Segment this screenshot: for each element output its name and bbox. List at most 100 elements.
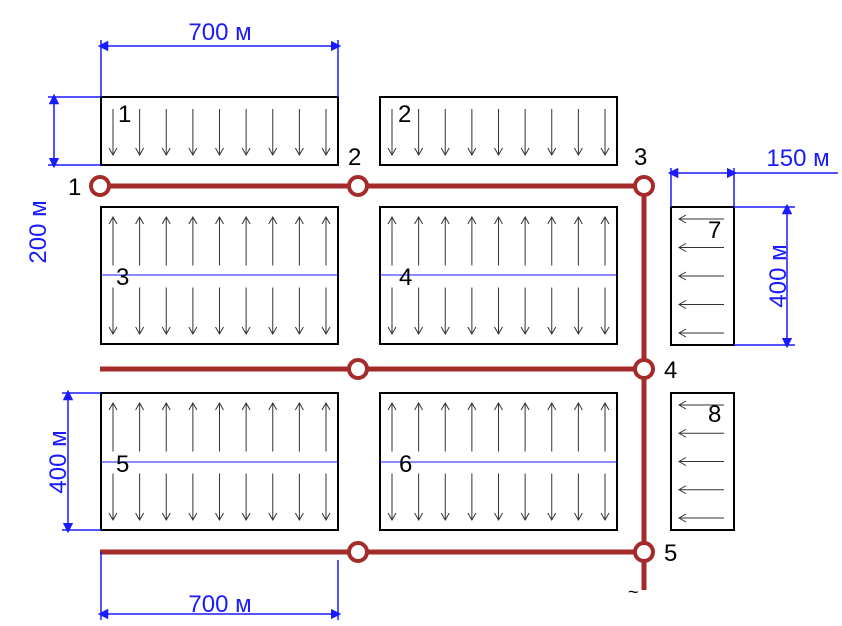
flow-arrow — [677, 243, 724, 252]
flow-arrow — [677, 400, 724, 410]
flow-arrow — [387, 109, 397, 157]
flow-arrow — [677, 328, 724, 338]
flow-arrow — [294, 215, 304, 266]
flow-arrow — [108, 109, 118, 157]
flow-arrow — [573, 109, 583, 157]
flow-arrow — [494, 287, 503, 336]
block-7-label: 7 — [708, 217, 721, 244]
flow-arrow — [241, 473, 251, 522]
flow-arrow — [573, 473, 583, 522]
flow-arrow — [414, 287, 424, 336]
flow-arrow — [600, 215, 610, 266]
flow-arrow — [161, 215, 171, 266]
node-2-label: 2 — [348, 144, 361, 171]
flow-arrow — [547, 401, 557, 452]
block-4-label: 4 — [399, 264, 412, 291]
flow-arrow — [520, 473, 530, 522]
node-1-label: 1 — [68, 174, 81, 201]
flow-arrow — [494, 401, 503, 452]
block-4: 4 — [379, 206, 618, 345]
block-3: 3 — [100, 206, 339, 345]
node-7 — [347, 541, 369, 563]
node-6 — [347, 358, 369, 380]
flow-arrow — [440, 473, 450, 522]
block-5-label: 5 — [116, 451, 129, 478]
flow-arrow — [215, 109, 224, 157]
flow-arrow — [467, 287, 477, 336]
flow-arrow — [547, 287, 557, 336]
dimension-bottom-width: 700 м — [97, 552, 342, 620]
flow-arrow — [414, 473, 424, 522]
flow-arrow — [108, 287, 118, 336]
flow-arrow — [108, 401, 118, 452]
flow-arrow — [677, 457, 724, 466]
block-8: 8 — [670, 392, 735, 531]
flow-arrow — [547, 109, 557, 157]
dimension-side-height: 400 м — [734, 203, 795, 349]
flow-arrow — [414, 109, 424, 157]
node-3-label: 3 — [634, 144, 647, 171]
flow-arrow — [161, 287, 171, 336]
flow-arrow — [135, 473, 145, 522]
node-5: 5 — [633, 540, 677, 567]
flow-arrow — [677, 214, 724, 224]
flow-arrow — [387, 473, 397, 522]
flow-arrow — [677, 485, 724, 495]
flow-arrow — [268, 287, 278, 336]
flow-arrow — [294, 401, 304, 452]
block-5: 5 — [100, 392, 339, 531]
flow-arrow — [268, 473, 278, 522]
flow-arrow — [520, 287, 530, 336]
block-6: 6 — [379, 392, 618, 531]
dimension-top-width: 700 м — [97, 19, 342, 97]
flow-arrow — [215, 287, 224, 336]
dimension-top-width-text: 700 м — [188, 19, 251, 46]
flow-arrow — [161, 473, 171, 522]
flow-arrow — [268, 215, 278, 266]
flow-arrow — [387, 401, 397, 452]
flow-arrow — [294, 109, 304, 157]
flow-arrow — [677, 428, 724, 438]
flow-arrow — [135, 109, 145, 157]
flow-arrow — [414, 215, 424, 266]
block-3-arrows — [108, 215, 331, 336]
flow-arrow — [600, 109, 610, 157]
flow-arrow — [467, 109, 477, 157]
flow-arrow — [321, 215, 331, 266]
dimension-row3-height: 400 м — [45, 389, 101, 534]
flow-arrow — [135, 401, 145, 452]
flow-arrow — [215, 473, 224, 522]
node-4: 4 — [633, 357, 677, 384]
flow-arrow — [215, 401, 224, 452]
flow-arrow — [573, 287, 583, 336]
flow-arrow — [520, 215, 530, 266]
block-6-label: 6 — [399, 451, 412, 478]
flow-arrow — [494, 473, 503, 522]
flow-arrow — [677, 300, 724, 309]
flow-arrow — [188, 287, 198, 336]
flow-arrow — [188, 473, 198, 522]
flow-arrow — [321, 473, 331, 522]
block-1-arrows — [108, 109, 331, 157]
flow-arrow — [467, 215, 477, 266]
flow-arrow — [440, 401, 450, 452]
block-3-label: 3 — [116, 264, 129, 291]
dimension-side-width: 150 м — [667, 145, 838, 207]
flow-arrow — [268, 401, 278, 452]
flow-arrow — [161, 401, 171, 452]
flow-arrow — [600, 401, 610, 452]
block-7-arrows — [677, 214, 724, 338]
flow-arrow — [108, 473, 118, 522]
dimension-row1-height-text: 200 м — [25, 200, 52, 263]
flow-arrow — [573, 401, 583, 452]
flow-arrow — [108, 215, 118, 266]
flow-arrow — [241, 287, 251, 336]
flow-arrow — [294, 473, 304, 522]
block-6-arrows — [387, 401, 610, 522]
block-1: 1 — [100, 96, 339, 166]
flow-arrow — [321, 401, 331, 452]
flow-arrow — [547, 215, 557, 266]
block-2-label: 2 — [398, 101, 411, 128]
node-1: 1 — [68, 174, 111, 201]
flow-arrow — [494, 215, 503, 266]
